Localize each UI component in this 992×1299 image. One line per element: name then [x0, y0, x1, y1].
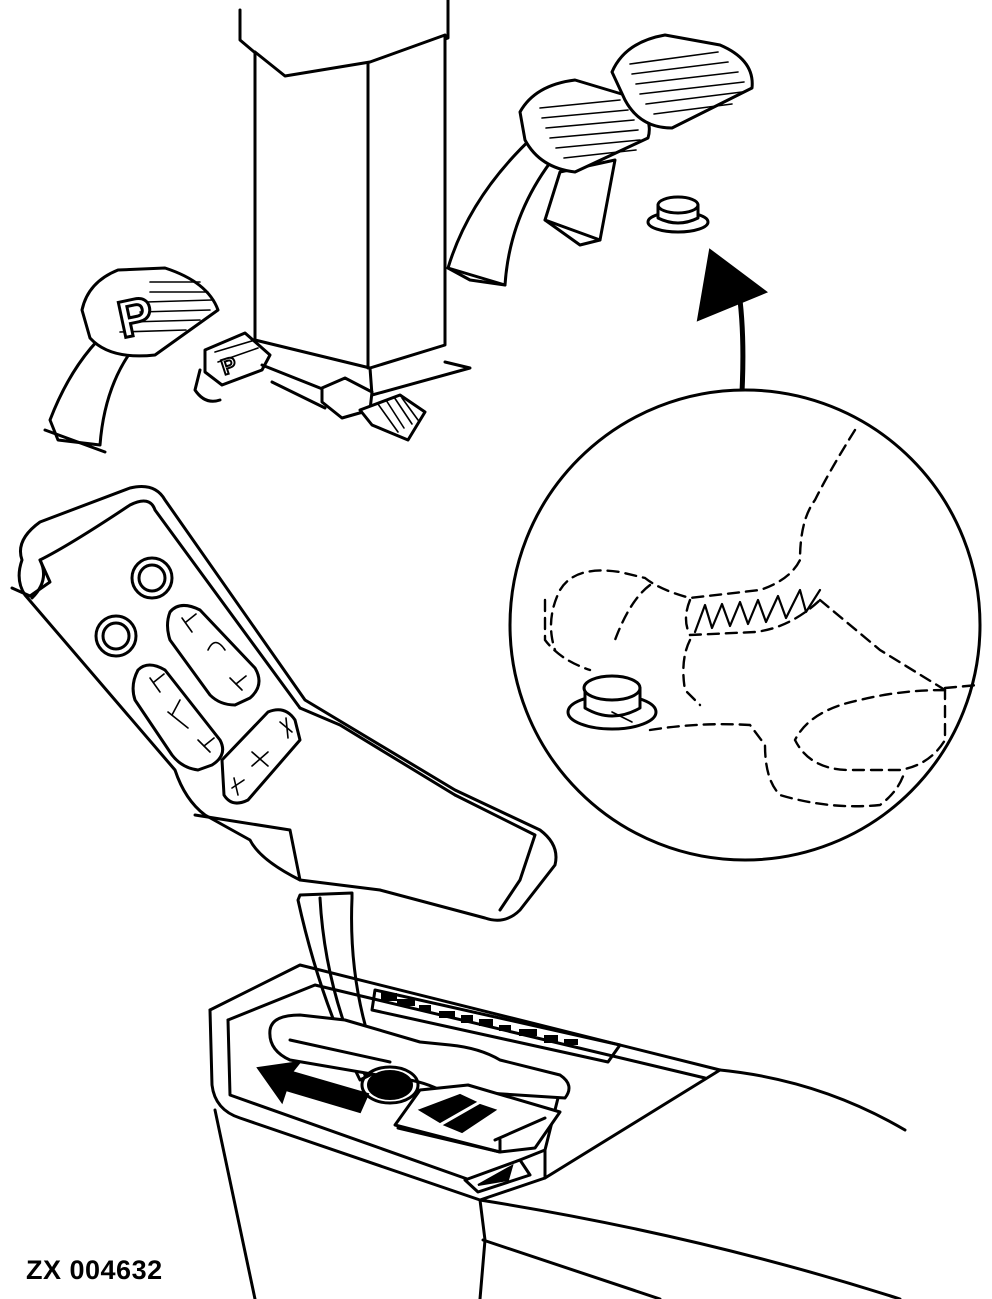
rocker-switch-lift — [131, 663, 225, 772]
lever-boot — [367, 1070, 413, 1100]
detail-magnifier — [508, 388, 982, 862]
pedal-stop-bolt — [646, 195, 710, 234]
shift-gate-slot — [268, 1013, 571, 1100]
direction-arrow — [256, 1060, 370, 1114]
control-lever-handle — [10, 485, 558, 922]
pointer-arrow — [696, 248, 769, 395]
parking-pedal: P — [43, 266, 220, 454]
steering-column — [238, 0, 472, 397]
shift-gate-decal — [370, 988, 622, 1064]
rocker-switch-aux — [220, 708, 302, 805]
console-base — [208, 963, 907, 1299]
figure-id-label: ZX 004632 — [26, 1255, 163, 1285]
inching-pedal-linkage: P — [193, 331, 427, 442]
brake-pad-right — [610, 33, 754, 130]
brake-pedal-pair — [446, 33, 754, 287]
